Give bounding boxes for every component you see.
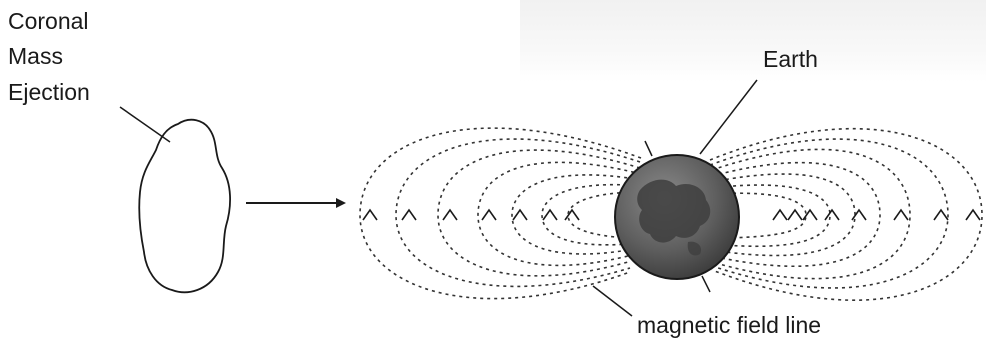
- earth-leader-line: [700, 80, 757, 154]
- left-field-lines: [360, 128, 641, 298]
- chevron-marker: [402, 210, 416, 220]
- cme-blob: [139, 120, 230, 293]
- chevron-marker: [966, 210, 980, 220]
- cme-label-line1: Coronal: [8, 6, 89, 36]
- chevron-marker: [363, 210, 377, 220]
- chevron-marker: [788, 210, 802, 220]
- right-field-lines: [710, 129, 982, 300]
- chevron-marker: [894, 210, 908, 220]
- field-leader-line: [593, 286, 632, 316]
- chevron-marker: [565, 210, 579, 220]
- earth-label: Earth: [763, 44, 818, 74]
- axis-tick-top: [645, 141, 652, 156]
- earth: [615, 155, 739, 279]
- chevron-marker: [773, 210, 787, 220]
- axis-tick-bottom: [702, 276, 710, 292]
- chevron-marker: [443, 210, 457, 220]
- chevron-marker: [934, 210, 948, 220]
- magnetic-field-label: magnetic field line: [637, 310, 821, 340]
- right-field-markers: [773, 210, 980, 220]
- chevron-marker: [825, 210, 839, 220]
- chevron-marker: [513, 210, 527, 220]
- cme-leader-line: [120, 107, 170, 142]
- chevron-marker: [543, 210, 557, 220]
- cme-label-line3: Ejection: [8, 77, 90, 107]
- chevron-marker: [482, 210, 496, 220]
- cme-direction-arrow: [246, 198, 346, 208]
- cme-label-line2: Mass: [8, 41, 63, 71]
- chevron-marker: [852, 210, 866, 220]
